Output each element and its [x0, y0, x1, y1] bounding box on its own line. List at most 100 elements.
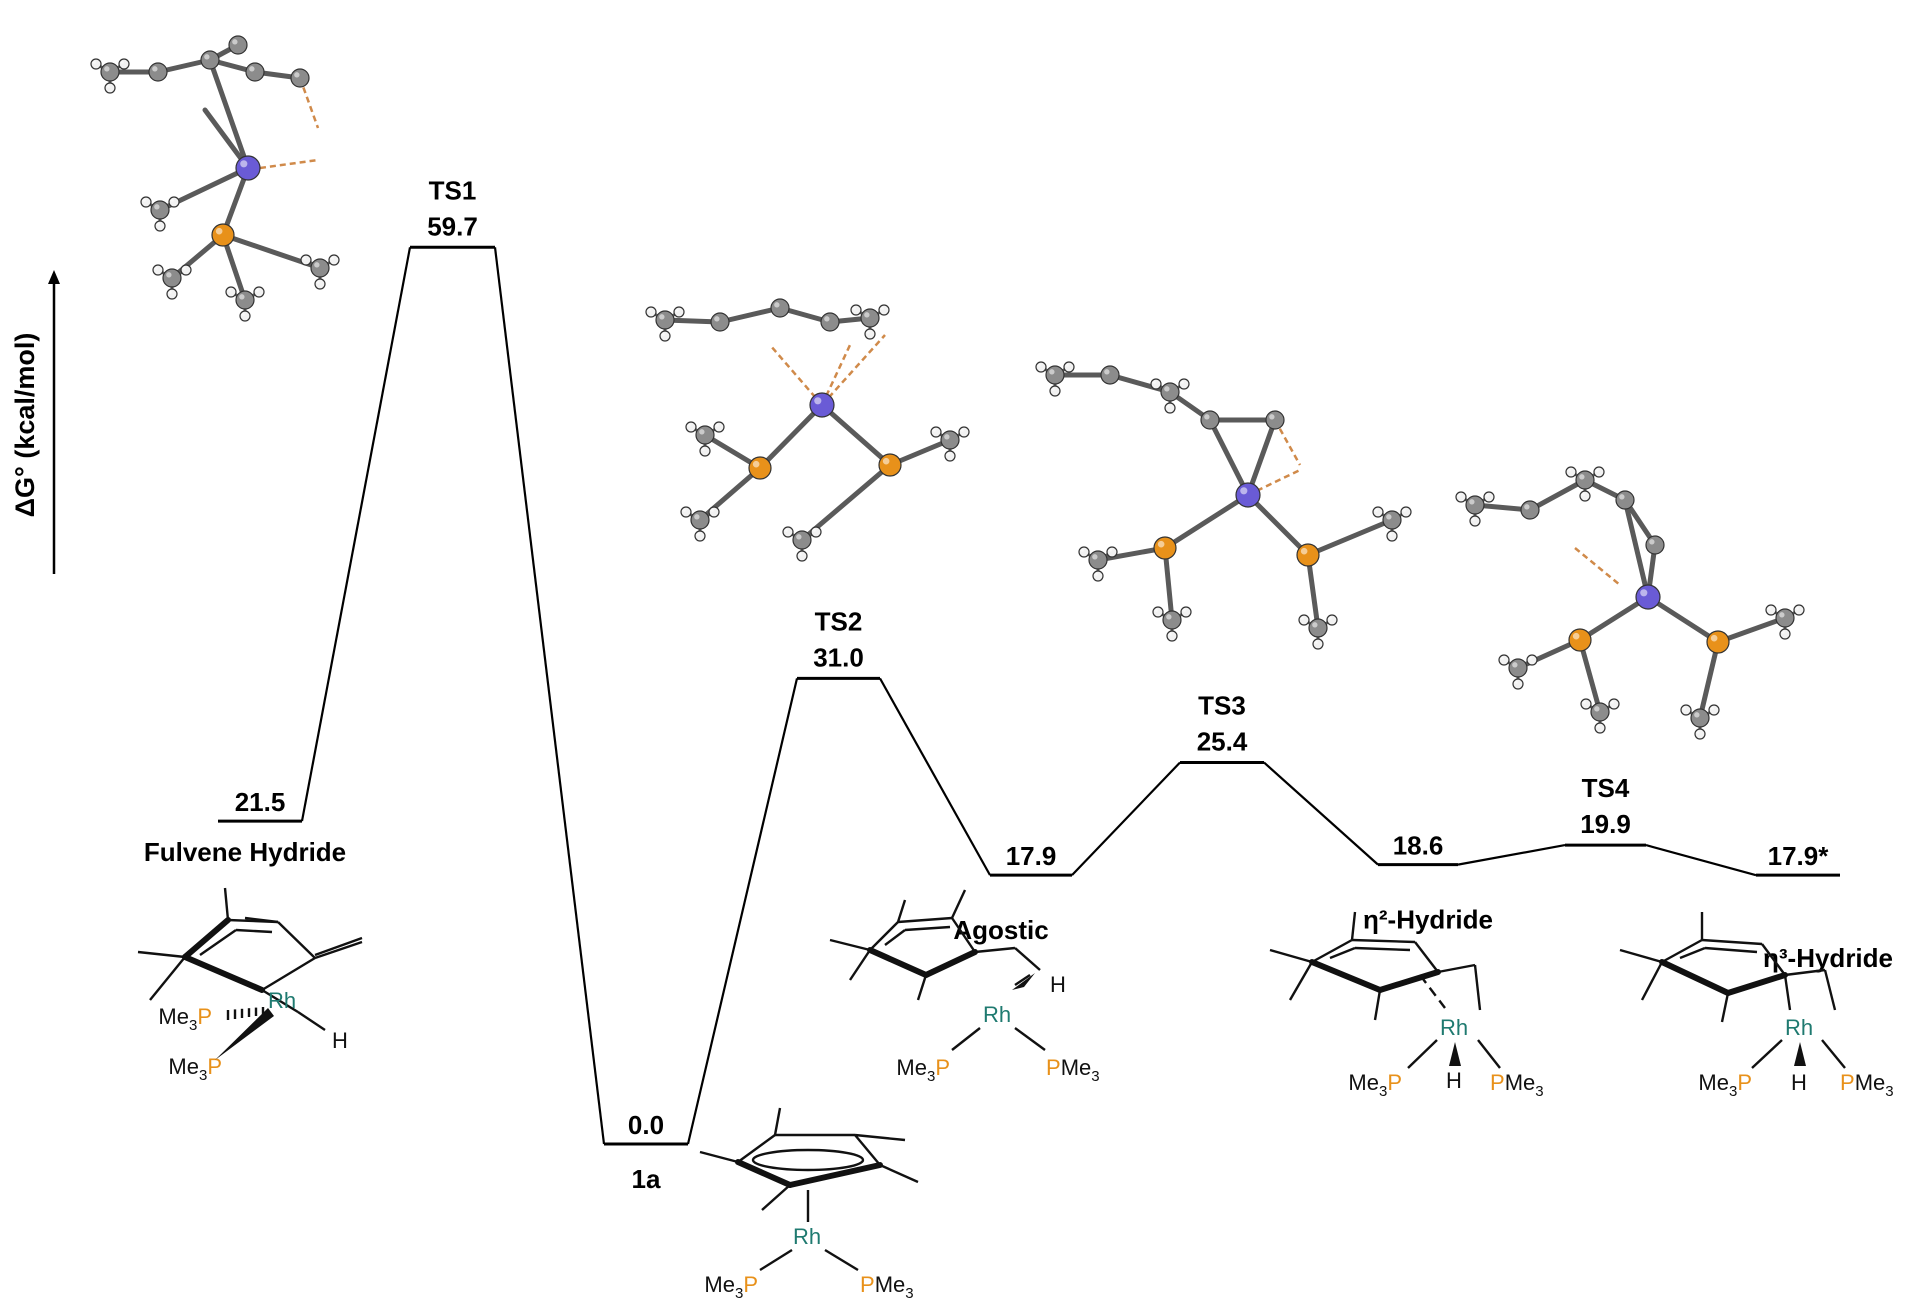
- hydrogen-atom: [1594, 722, 1606, 734]
- rhodium-atom: [809, 392, 835, 418]
- hydrogen-atom: [1455, 491, 1467, 503]
- hydrogen-atom: [1579, 490, 1591, 502]
- phosphorus-atom: [1296, 543, 1320, 567]
- hydrogen-atom: [314, 278, 326, 290]
- hydrogen-atom: [1400, 506, 1412, 518]
- hydrogen-atom: [694, 530, 706, 542]
- hydrogen-atom: [1298, 614, 1310, 626]
- hydrogen-atom: [1152, 606, 1164, 618]
- molecule-renderings: [90, 35, 1805, 740]
- hydrogen-atom: [168, 196, 180, 208]
- carbon-atom: [100, 62, 120, 82]
- name-label-1a: 1a: [632, 1164, 661, 1194]
- phosphorus-atom: [1153, 536, 1177, 560]
- y-axis-arrow-head: [48, 270, 60, 284]
- hydride-label: H: [1446, 1068, 1462, 1093]
- carbon-atom: [228, 35, 248, 55]
- hydrogen-atom: [1078, 546, 1090, 558]
- hydrogen-atom: [154, 220, 166, 232]
- hydride-label: H: [1791, 1070, 1807, 1095]
- carbon-atom: [1590, 702, 1610, 722]
- hydrogen-atom: [180, 264, 192, 276]
- hydrogen-atom: [1793, 604, 1805, 616]
- hydrogen-atom: [90, 58, 102, 70]
- rhodium-atom: [1235, 482, 1261, 508]
- name-label-ts1: TS1: [429, 175, 477, 205]
- hydrogen-atom: [645, 306, 657, 318]
- carbon-atom: [235, 290, 255, 310]
- connector-ts3-eta2: [1263, 761, 1379, 866]
- carbon-atom: [860, 308, 880, 328]
- y-axis-label: ΔG° (kcal/mol): [10, 333, 40, 518]
- hydrogen-atom: [104, 82, 116, 94]
- rh-label: Rh: [983, 1002, 1011, 1027]
- hydrogen-atom: [1512, 678, 1524, 690]
- phosphorus-atom: [748, 456, 772, 480]
- carbon-atom: [245, 62, 265, 82]
- hydrogen-atom: [1106, 546, 1118, 558]
- hydrogen-atom: [1178, 378, 1190, 390]
- hydrogen-atom: [1092, 570, 1104, 582]
- hydrogen-atom: [659, 330, 671, 342]
- hydrogen-atom: [225, 286, 237, 298]
- value-label-ts3: 25.4: [1197, 726, 1248, 756]
- hydrogen-atom: [1608, 698, 1620, 710]
- me3p-label: Me3P: [896, 1055, 950, 1085]
- hydrogen-atom: [810, 526, 822, 538]
- value-label-ts1: 59.7: [427, 211, 478, 241]
- hydrogen-atom: [1765, 604, 1777, 616]
- connector-1a-ts2: [686, 678, 799, 1145]
- hydrogen-atom: [708, 506, 720, 518]
- agostic-h-label: H: [1050, 972, 1066, 997]
- hydrogen-atom: [878, 304, 890, 316]
- carbon-atom: [1775, 608, 1795, 628]
- hydrogen-atom: [796, 550, 808, 562]
- connector-eta2-ts4: [1457, 844, 1566, 866]
- hydrogen-atom: [673, 306, 685, 318]
- rh-label: Rh: [1440, 1015, 1468, 1040]
- carbon-atom: [1465, 495, 1485, 515]
- hydrogen-atom: [1150, 378, 1162, 390]
- hydrogen-atom: [1483, 491, 1495, 503]
- pme3-label: PMe3: [1840, 1070, 1894, 1100]
- carbon-atom: [690, 510, 710, 530]
- carbon-atom: [1200, 410, 1220, 430]
- hydride-label: H: [332, 1028, 348, 1053]
- hydrogen-atom: [850, 304, 862, 316]
- phosphorus-atom: [211, 223, 235, 247]
- name-label-ts4: TS4: [1582, 773, 1630, 803]
- hydrogen-atom: [1708, 704, 1720, 716]
- hydrogen-atom: [300, 254, 312, 266]
- rh-label: Rh: [1785, 1015, 1813, 1040]
- hydrogen-atom: [253, 286, 265, 298]
- hydrogen-atom: [1049, 385, 1061, 397]
- carbon-atom: [200, 50, 220, 70]
- carbon-atom: [770, 298, 790, 318]
- hydrogen-atom: [140, 196, 152, 208]
- hydrogen-atom: [1779, 628, 1791, 640]
- carbon-atom: [1615, 490, 1635, 510]
- hydrogen-atom: [685, 421, 697, 433]
- value-label-eta2: 18.6: [1393, 831, 1444, 861]
- pme3-label: PMe3: [1490, 1070, 1544, 1100]
- hydrogen-atom: [1565, 466, 1577, 478]
- hydrogen-atom: [930, 426, 942, 438]
- carbon-atom: [148, 62, 168, 82]
- hydrogen-atom: [1680, 704, 1692, 716]
- carbon-atom: [1100, 365, 1120, 385]
- y-axis: ΔG° (kcal/mol): [10, 270, 60, 574]
- hydrogen-atom: [1580, 698, 1592, 710]
- hydrogen-atom: [944, 450, 956, 462]
- molecule-ts2: [645, 298, 970, 562]
- hydrogen-atom: [1312, 638, 1324, 650]
- me3p-label: Me3P: [704, 1272, 758, 1298]
- carbon-atom: [695, 425, 715, 445]
- name-label-agostic: Agostic: [953, 915, 1048, 945]
- carbon-atom: [310, 258, 330, 278]
- phosphorus-atom: [878, 453, 902, 477]
